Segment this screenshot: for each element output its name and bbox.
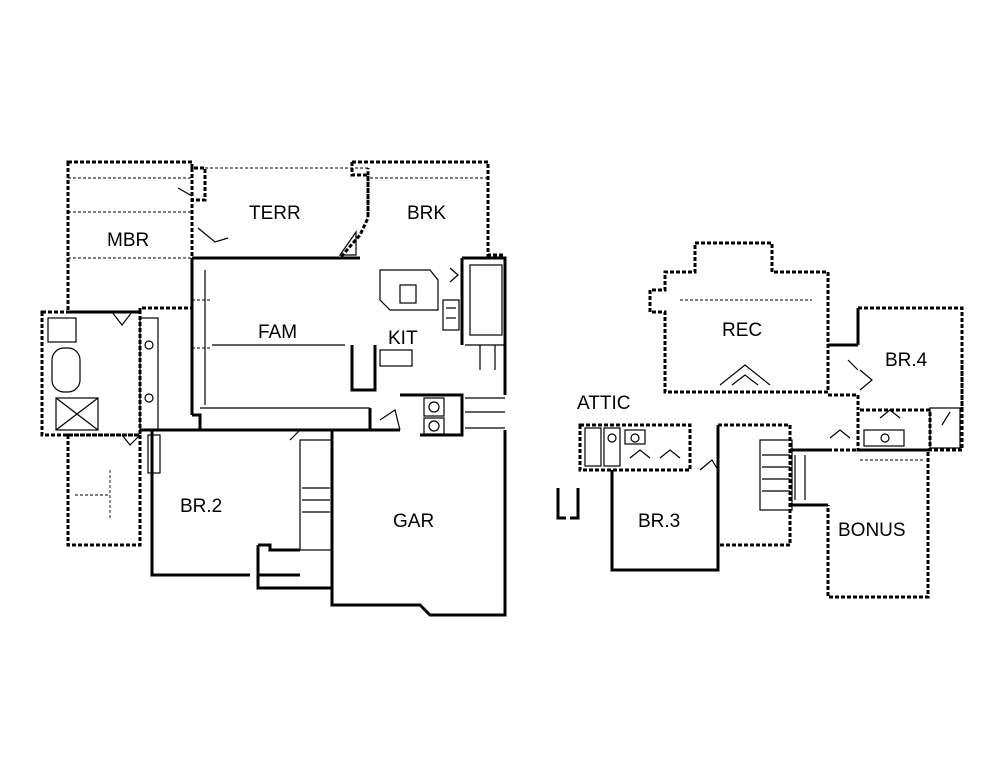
attic-walls bbox=[578, 423, 692, 472]
label-attic: ATTIC bbox=[577, 393, 630, 414]
br4-closet bbox=[929, 407, 961, 449]
label-mbr: MBR bbox=[107, 230, 149, 251]
second-floor-stairs bbox=[759, 439, 793, 511]
range bbox=[442, 299, 460, 331]
bathtub bbox=[51, 347, 81, 393]
br2-walls bbox=[150, 430, 300, 577]
label-bonus: BONUS bbox=[838, 520, 906, 541]
label-kit: KIT bbox=[388, 328, 418, 349]
label-brk: BRK bbox=[407, 203, 446, 224]
vanity bbox=[139, 317, 159, 431]
kit-walls bbox=[350, 256, 507, 395]
br3-walls bbox=[610, 425, 720, 572]
pantry bbox=[469, 264, 503, 336]
dryer bbox=[423, 417, 445, 435]
label-rec: REC bbox=[722, 320, 762, 341]
label-fam: FAM bbox=[258, 322, 297, 343]
label-terr: TERR bbox=[249, 203, 301, 224]
attic-marker bbox=[556, 488, 580, 520]
bonus-walls bbox=[826, 448, 930, 599]
label-br4: BR.4 bbox=[885, 350, 928, 371]
first-floor-stairs bbox=[299, 439, 333, 551]
rec-walls bbox=[648, 241, 830, 394]
label-br2: BR.2 bbox=[180, 496, 222, 517]
br4-walls bbox=[856, 306, 964, 452]
washer bbox=[423, 397, 445, 417]
label-br3: BR.3 bbox=[638, 511, 680, 532]
label-gar: GAR bbox=[393, 511, 434, 532]
closet-br2 bbox=[147, 434, 161, 474]
second-floor: REC BR.4 ATTIC BR.3 BONUS bbox=[556, 241, 964, 599]
brk-walls bbox=[352, 160, 505, 257]
shower bbox=[55, 397, 99, 431]
master-bath-walls bbox=[40, 310, 142, 437]
kitchen-island bbox=[379, 269, 439, 311]
first-floor: MBR TERR BRK FAM KIT BR.2 GAR bbox=[40, 160, 507, 617]
